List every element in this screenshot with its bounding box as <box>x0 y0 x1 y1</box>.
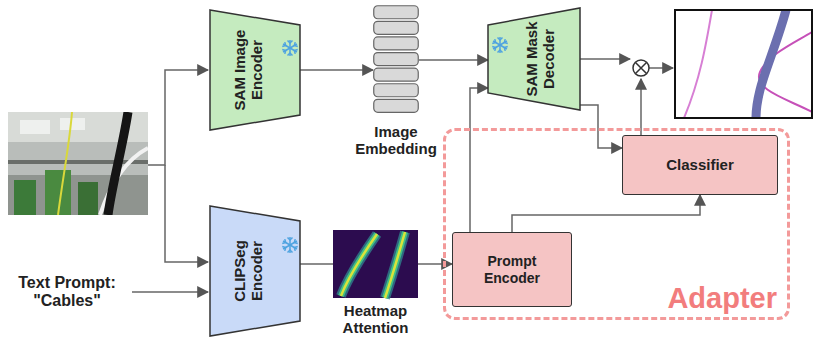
process-box: Classifier <box>622 135 778 195</box>
node-label: Prompt Encoder <box>453 233 571 306</box>
heatmap-image-outline <box>333 230 418 298</box>
heatmap-image: Heatmap Attention <box>333 230 418 298</box>
connector-arrow <box>418 263 452 265</box>
node-label: CLIPSeg Encoder <box>231 221 266 321</box>
frozen-symbol <box>492 37 508 53</box>
multiply-symbol <box>633 60 649 76</box>
connector-arrow <box>512 195 700 232</box>
process-box: Prompt Encoder <box>452 232 572 307</box>
embedding-stack: Image Embedding <box>373 5 419 115</box>
connector-arrow <box>580 105 622 148</box>
node-label: SAM Mask Decoder <box>522 14 557 104</box>
node-label: Classifier <box>623 136 777 194</box>
adapter-region: ClassifierPrompt EncoderAdapter <box>443 128 790 320</box>
input-photo <box>8 112 148 215</box>
region-title: Adapter <box>667 282 777 315</box>
embedding-stack-outline <box>373 5 419 115</box>
encoder-block: CLIPSeg Encoder <box>210 206 300 336</box>
caption-label: Image Embedding <box>341 123 451 158</box>
input-label: Text Prompt: "Cables" <box>8 274 126 311</box>
frozen-symbol <box>282 237 298 253</box>
node-label: SAM Image Encoder <box>231 20 266 120</box>
connector-arrow <box>300 69 373 71</box>
caption-label: Heatmap Attention <box>321 302 431 337</box>
connector-arrow <box>419 59 488 61</box>
encoder-block: SAM Image Encoder <box>210 10 300 130</box>
frozen-symbol <box>282 40 298 56</box>
connector-arrow <box>470 88 488 232</box>
decoder-block: SAM Mask Decoder <box>488 8 580 110</box>
connector-arrow <box>300 263 333 265</box>
output-mask <box>675 10 812 118</box>
